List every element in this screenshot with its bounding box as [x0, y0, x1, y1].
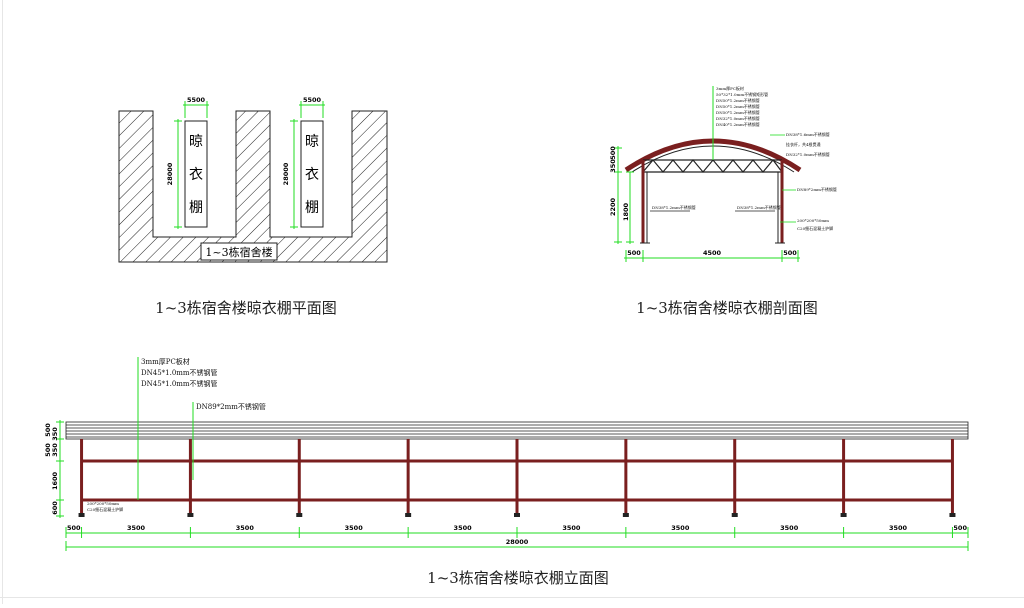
elevation-base-note-0: 200*200*50mm: [87, 501, 119, 506]
elevation-caption: 1~3栋宿舍楼晾衣棚立面图: [427, 569, 609, 587]
post-footing: [78, 513, 85, 517]
elevation-vdim: 350: [51, 443, 59, 457]
elevation-post-note: DN89*2mm不锈钢管: [196, 402, 266, 411]
elevation-bay-dim: 3500: [671, 524, 690, 532]
section-view: DN38*1.2mm不锈钢管 DN38*1.2mm不锈钢管 3mm厚PC板材 5…: [609, 85, 837, 317]
roof-note-4: DN50*1.2mm不锈钢管: [716, 109, 760, 115]
elevation-bay-dim: 3500: [454, 524, 473, 532]
building-label: 1~3栋宿舍楼: [205, 245, 272, 259]
section-dim-bottom-right: 500: [783, 249, 797, 257]
elevation-bay-dim: 3500: [562, 524, 581, 532]
roof-note-6: DN40*1.2mm不锈钢管: [716, 121, 760, 127]
post-footing: [622, 513, 629, 517]
elevation-bay-dim: 3500: [345, 524, 364, 532]
shed-label-char-1: 晾: [189, 134, 203, 150]
elevation-vdim: 500: [44, 443, 52, 457]
elevation-vdim: 1600: [51, 471, 59, 490]
right-note-5: C20细石混凝土护脚: [797, 225, 833, 231]
post-footing: [187, 513, 194, 517]
building-label-box: [200, 242, 278, 261]
right-note-4: 200*200*50mm: [797, 218, 829, 223]
elevation-base-note-1: C20细石混凝土护脚: [87, 506, 123, 512]
shed-label-char-3: 棚: [305, 200, 319, 216]
section-dim-350: 350: [609, 159, 617, 173]
shed-label-char-2: 衣: [189, 167, 203, 183]
section-dim-1800: 1800: [622, 202, 630, 221]
building-outline-hatched: [118, 110, 388, 263]
sheet-bottom-border: [0, 597, 1024, 598]
plan-dimension-lines: [174, 101, 325, 229]
elevation-bay-dim: 500: [953, 524, 967, 532]
elevation-posts: [78, 439, 956, 517]
section-dim-bottom-left: 500: [627, 249, 641, 257]
elevation-bay-dim: 3500: [780, 524, 799, 532]
section-inner-note: DN38*1.2mm不锈钢管: [652, 204, 696, 210]
elevation-bay-dim: 500: [67, 524, 81, 532]
elevation-vdim: 350: [51, 427, 59, 441]
elevation-note-1: DN45*1.0mm不锈钢管: [141, 368, 218, 377]
post-footing: [840, 513, 847, 517]
post-footing: [405, 513, 412, 517]
plan-width-dim: 5500: [303, 96, 322, 104]
elevation-vertical-dims: [56, 420, 64, 518]
section-dimension-lines: [614, 146, 800, 262]
elevation-bay-labels: 500 3500 3500 3500 3500 3500 3500 3500 3500 500: [67, 524, 967, 532]
roof-note-0: 3mm厚PC板材: [716, 85, 744, 91]
section-dim-2200: 2200: [609, 197, 617, 216]
right-note-leaders: [770, 134, 796, 223]
post-footing: [514, 513, 520, 517]
shed-label-char-1: 晾: [305, 134, 319, 150]
plan-view: 晾 衣 棚 晾 衣 棚 5500 5500 28000 28000 1~3栋宿舍…: [118, 96, 388, 317]
plan-caption: 1~3栋宿舍楼晾衣棚平面图: [155, 299, 337, 317]
post-footing: [296, 513, 303, 517]
elevation-vdim: 500: [44, 423, 52, 437]
section-dim-span: 4500: [703, 249, 722, 257]
roof-note-1: 50*32*1.0mm不锈钢矩形管: [716, 91, 768, 97]
roof-note-2: DN50*1.2mm不锈钢管: [716, 97, 760, 103]
section-posts: [641, 160, 784, 243]
elevation-bay-dim: 3500: [889, 524, 908, 532]
plan-shed-right: [300, 120, 324, 228]
section-dim-500: 500: [609, 146, 617, 160]
right-note-2: DN32*1.0mm不锈钢管: [786, 151, 830, 157]
elevation-bay-dim: 3500: [127, 524, 146, 532]
section-post-outlines: [640, 172, 785, 244]
elevation-view: 3mm厚PC板材 DN45*1.0mm不锈钢管 DN45*1.0mm不锈钢管 D…: [44, 357, 969, 587]
plan-width-dim: 5500: [187, 96, 206, 104]
section-caption: 1~3栋宿舍楼晾衣棚剖面图: [636, 299, 818, 317]
plan-length-dim: 28000: [282, 162, 290, 185]
section-inner-note: DN38*1.2mm不锈钢管: [737, 204, 781, 210]
elevation-vdim: 600: [51, 501, 59, 515]
elevation-total-dim: 28000: [506, 538, 529, 546]
shed-label-char-3: 棚: [189, 200, 203, 216]
elevation-roof: [65, 421, 969, 440]
right-note-3: DN89*2mm不锈钢管: [797, 186, 837, 192]
roof-note-3: DN50*1.2mm不锈钢管: [716, 103, 760, 109]
sheet-left-border: [2, 0, 3, 604]
section-truss: [642, 159, 783, 173]
right-note-1: 挂衣杆，共4根贯通: [786, 141, 821, 147]
elevation-horizontal-dims: [65, 527, 969, 551]
plan-shed-left: [184, 120, 208, 228]
shed-label-char-2: 衣: [305, 167, 319, 183]
plan-length-dim: 28000: [166, 162, 174, 185]
elevation-bay-dim: 3500: [236, 524, 255, 532]
elevation-note-0: 3mm厚PC板材: [141, 357, 190, 366]
roof-note-5: DN32*1.0mm不锈钢管: [716, 115, 760, 121]
post-footing: [949, 513, 956, 517]
post-footing: [731, 513, 738, 517]
right-note-0: DN38*1.6mm不锈钢管: [786, 131, 830, 137]
elevation-note-2: DN45*1.0mm不锈钢管: [141, 379, 218, 388]
